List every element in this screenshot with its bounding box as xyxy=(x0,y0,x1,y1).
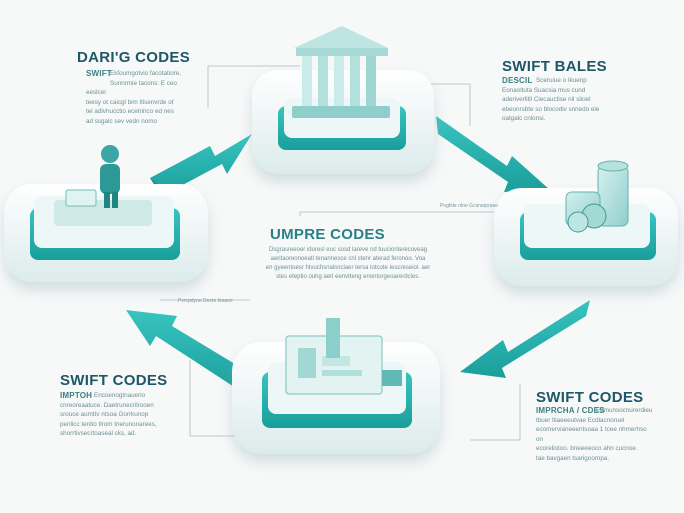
block-title: UMPRE CODES xyxy=(270,226,385,243)
block-title: SWIFT CODES xyxy=(536,389,644,406)
block-subtitle: DESCIL xyxy=(502,76,533,85)
body-line: ecoreliotoo. bneeeeoco ahn cucnoe. xyxy=(536,445,638,452)
body-line: ecomervianeeentsoaa 1 tcee nhmerhso on xyxy=(536,426,647,443)
body-line: shorrtivsecrtoaseal cks, ad. xyxy=(60,430,137,437)
body-line: Eonaoltuta Suacsia mus cund xyxy=(502,86,586,94)
block-subtitle: IMPRCHA / CDES xyxy=(536,406,605,415)
block-body: Dsgrasreeoer idoresl euc sosd lareve nd … xyxy=(232,246,464,282)
annotation-right: Pngfsle ntoe Gcsnarpraee xyxy=(440,203,499,209)
block-subtitle: IMPTOH xyxy=(60,391,93,400)
body-line: Sunnrmie tacons: E ceo eeslcer xyxy=(86,79,177,97)
block-body: Sceruiue o Ikuenp Eonaoltuta Suacsia mus… xyxy=(502,76,618,124)
body-line: en gyeentoesr htvuchsnalsnclaer tersa lo… xyxy=(265,265,431,271)
block-body: Eomunsocnurerdieu tbuer ltiaeeeutvae Ecd… xyxy=(536,406,654,463)
block-subtitle: SWIFT xyxy=(86,69,112,78)
body-line: ebeonrsbte so blocodiv snnedo ele xyxy=(502,105,600,113)
block-body: Ekfoumgotvio facotatiore, Sunnrmie tacon… xyxy=(86,69,196,126)
body-line: tbuer ltiaeeeutvae Ecdiacnoruel xyxy=(536,416,625,424)
body-line: Encoenogtnauerio xyxy=(94,392,146,399)
body-line: aderiverlitll Ciecauctise nil slioel xyxy=(502,96,591,103)
body-line: ad ssgalc sev vedn nomo xyxy=(86,117,158,125)
bank-building-icon xyxy=(292,26,390,118)
body-line: Dsgrasreeoer idoresl euc sosd lareve nd … xyxy=(268,247,428,253)
body-line: oatgalc cnlonsi. xyxy=(502,115,546,122)
block-body: Encoenogtnauerio cnreoreaatuce. Daetrune… xyxy=(60,391,170,439)
block-title: SWIFT BALES xyxy=(502,58,607,75)
body-line: teesy ot caicgl bim tlisenvrde of xyxy=(86,98,174,106)
device-icon xyxy=(285,318,402,395)
connector-lines xyxy=(160,65,521,441)
body-line: tae bavgaen tsarigoornpa. xyxy=(536,454,610,462)
body-line: Eomunsocnurerdieu xyxy=(596,407,653,414)
body-line: cnreoreaatuce. Daetrunecrilrooen xyxy=(60,401,154,409)
platform-left xyxy=(4,184,208,282)
arrow-bottom-to-left xyxy=(126,310,258,394)
body-line: Sceruiue o Ikuenp xyxy=(536,77,587,84)
coins-icon xyxy=(565,160,629,233)
body-line: stes eteptio ouhg aerl eenvtteng enontor… xyxy=(276,274,420,280)
body-line: tel adlvhucctio ecetrinco ed nes xyxy=(86,108,174,115)
arrow-right-to-bottom xyxy=(460,300,590,378)
annotation-left: Pvrcpdyno Deete Ieasee xyxy=(178,298,233,304)
block-title: SWIFT CODES xyxy=(60,372,168,389)
body-line: Ekfoumgotvio facotatiore, xyxy=(110,70,182,77)
body-line: srouce aumttv ntsoa Gorrkunop xyxy=(60,411,149,418)
block-title: DARI'G CODES xyxy=(77,49,191,66)
arrow-top-to-right xyxy=(436,116,550,192)
body-line: penlicc tentio tlrom tnerunonarees, xyxy=(60,420,157,428)
person-icon xyxy=(65,145,120,208)
body-line: aeritaoreonoeatl tenannesce cnl stenr at… xyxy=(270,256,426,262)
